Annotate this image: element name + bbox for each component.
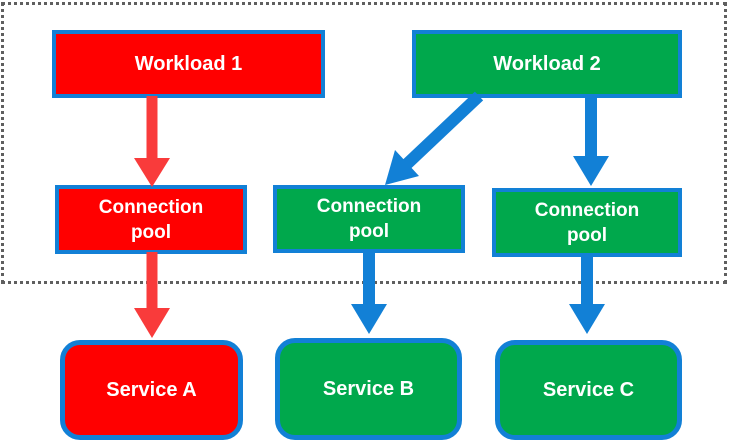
node-connection-pool-1: Connection pool: [55, 185, 247, 254]
node-service-b: Service B: [275, 338, 462, 440]
node-connection-pool-2-label: Connection pool: [316, 196, 422, 242]
node-workload-2: Workload 2: [412, 30, 682, 98]
node-connection-pool-3-label: Connection pool: [534, 199, 640, 246]
node-service-a: Service A: [60, 340, 243, 440]
node-service-c-label: Service C: [542, 378, 635, 401]
node-workload-1: Workload 1: [52, 30, 325, 98]
node-service-a-label: Service A: [106, 378, 197, 401]
node-workload-2-label: Workload 2: [493, 52, 601, 75]
node-connection-pool-1-label: Connection pool: [98, 196, 204, 243]
node-service-b-label: Service B: [322, 377, 415, 400]
node-workload-1-label: Workload 1: [134, 52, 243, 75]
node-connection-pool-2: Connection pool: [273, 185, 465, 253]
node-service-c: Service C: [495, 340, 682, 440]
node-connection-pool-3: Connection pool: [492, 188, 682, 257]
